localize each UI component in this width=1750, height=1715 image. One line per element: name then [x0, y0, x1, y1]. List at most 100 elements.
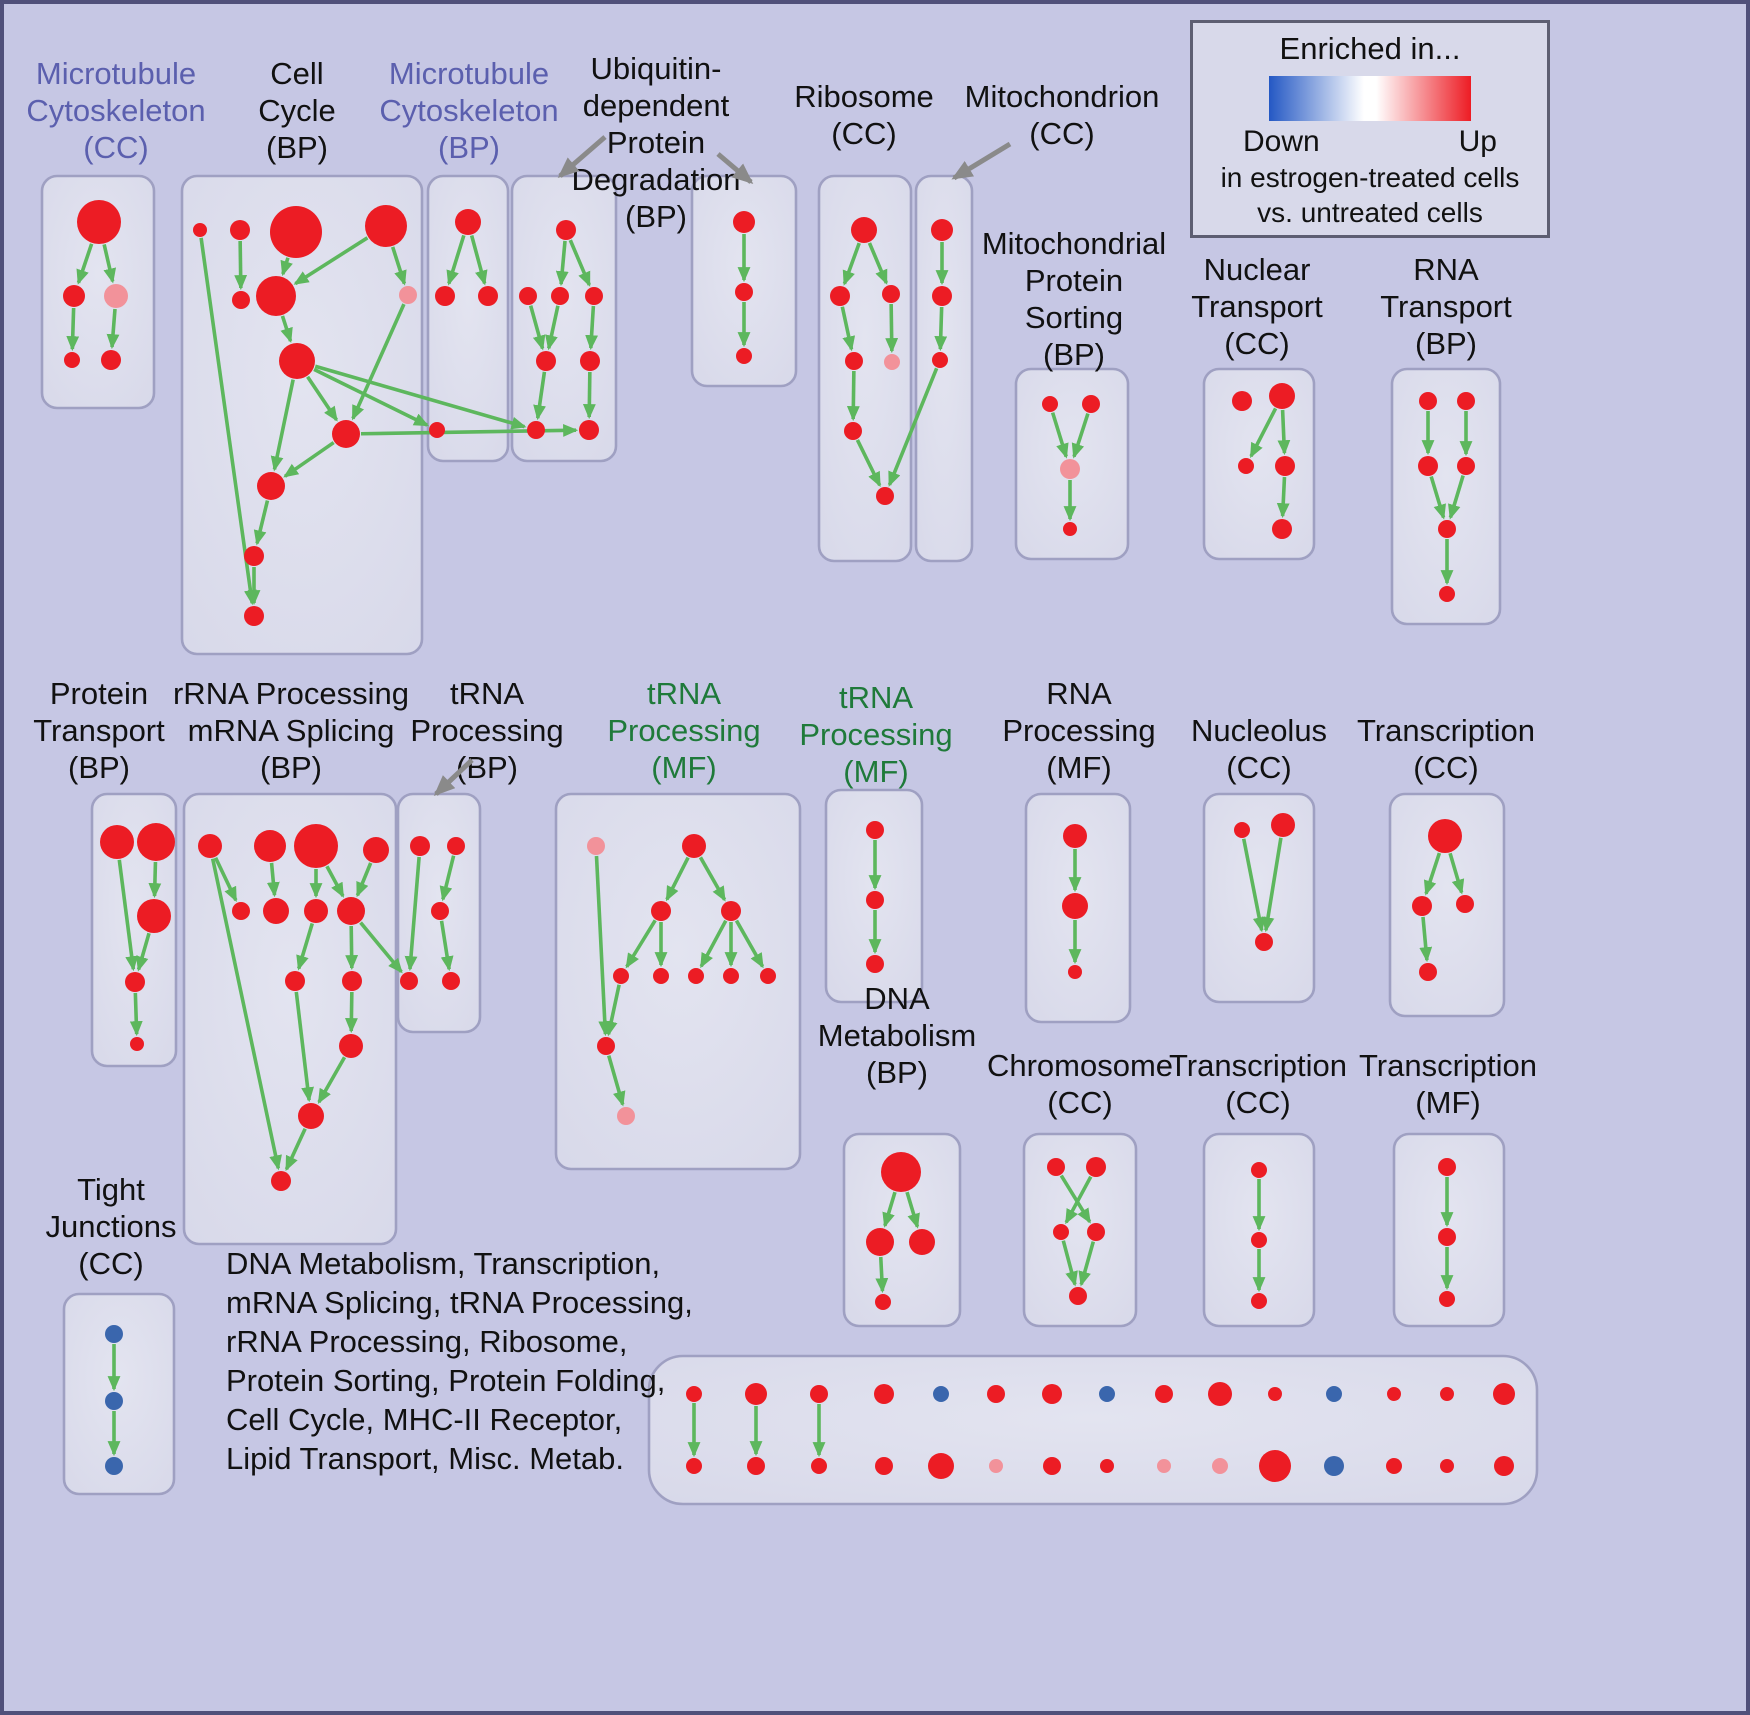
mitochondrion-cc-node-1	[932, 286, 952, 306]
rrna-processing-mrna-splicing-bp-node-9	[342, 971, 362, 991]
misc-cluster-node-24	[1212, 1458, 1228, 1474]
rrna-processing-mrna-splicing-bp-node-7	[337, 897, 365, 925]
rna-transport-bp-node-4	[1438, 520, 1456, 538]
ribosome-cc-node-5	[844, 422, 862, 440]
misc-label-line: Protein Sorting, Protein Folding,	[226, 1363, 666, 1398]
trna-processing-mf-1-node-9	[597, 1037, 615, 1055]
cell-cycle-bp-node-6	[399, 286, 417, 304]
legend-title: Enriched in...	[1279, 31, 1461, 66]
chromosome-cc-node-3	[1087, 1223, 1105, 1241]
legend: Enriched in... Down Up in estrogen-treat…	[1190, 20, 1550, 238]
nuclear-transport-cc-node-3	[1275, 456, 1295, 476]
cell-cycle-bp-node-1	[230, 220, 250, 240]
cluster-box-ribosome-cc	[817, 174, 913, 563]
trna-processing-mf-1-node-0	[587, 837, 605, 855]
ubiquitin-dependent-protein-degradation-bp-node-7	[579, 420, 599, 440]
tight-junctions-cc-node-0	[105, 1325, 123, 1343]
edge-cell-cycle-bp-4	[280, 315, 293, 344]
chromosome-cc-node-1	[1086, 1157, 1106, 1177]
misc-label-line: DNA Metabolism, Transcription,	[226, 1246, 661, 1281]
edge-rna-transport-bp-3	[1448, 475, 1465, 520]
edge-trna-processing-bp-2	[439, 920, 454, 972]
edge-dna-metabolism-bp-2	[875, 1256, 889, 1294]
edge-ribosome-cc-1	[867, 242, 888, 285]
misc-cluster-node-22	[1100, 1459, 1114, 1473]
cluster-label-transcription-cc-1: Transcription(CC)	[1357, 713, 1535, 785]
cluster-box-dna-metabolism-bp	[842, 1132, 962, 1328]
edge-protein-transport-bp-3	[129, 992, 143, 1037]
microtubule-cytoskeleton-cc-node-1	[63, 285, 85, 307]
edge-transcription-cc-1-0	[1423, 852, 1442, 896]
ribosome-cc-node-1	[830, 286, 850, 306]
legend-down-label: Down	[1243, 125, 1320, 158]
edge-rrna-processing-mrna-splicing-bp-3	[325, 865, 345, 898]
edge-rna-transport-bp-2	[1429, 476, 1446, 520]
edge-ubiquitin-dependent-protein-degradation-bp-5	[533, 371, 547, 421]
transcription-cc-1-node-0	[1428, 819, 1462, 853]
ubiquitin-dependent-protein-degradation-bp-2-node-1	[735, 283, 753, 301]
cell-cycle-bp-node-11	[244, 606, 264, 626]
edge-cell-cycle-bp-2	[293, 236, 369, 286]
misc-cluster-node-9	[1208, 1382, 1232, 1406]
trna-processing-bp-node-2	[431, 902, 449, 920]
edge-microtubule-cytoskeleton-cc-1	[102, 244, 117, 284]
rrna-processing-mrna-splicing-bp-node-8	[285, 971, 305, 991]
protein-transport-bp-node-4	[130, 1037, 144, 1051]
misc-label-line: mRNA Splicing, tRNA Processing,	[226, 1285, 693, 1320]
rna-processing-mf-node-0	[1063, 824, 1087, 848]
mitochondrion-cc-node-2	[932, 352, 948, 368]
edge-rrna-processing-mrna-splicing-bp-8	[294, 991, 314, 1103]
rrna-processing-mrna-splicing-bp-node-11	[298, 1103, 324, 1129]
cluster-box-misc-cluster	[647, 1354, 1539, 1506]
ribosome-cc-node-6	[876, 487, 894, 505]
annotation-arrow-0	[557, 135, 607, 178]
legend-scale-labels: Down Up	[1243, 125, 1497, 159]
misc-cluster-node-0	[686, 1386, 702, 1402]
ribosome-cc-node-3	[845, 352, 863, 370]
mitochondrial-protein-sorting-bp-node-3	[1063, 522, 1077, 536]
edge-chromosome-cc-2	[1061, 1240, 1078, 1287]
edge-nuclear-transport-cc-2	[1276, 476, 1290, 519]
edge-cell-cycle-bp-0	[234, 240, 248, 291]
edge-nuclear-transport-cc-1	[1277, 409, 1291, 456]
legend-subtitle-line2: vs. untreated cells	[1257, 197, 1483, 228]
cross-edge-4	[359, 921, 403, 974]
trna-processing-mf-2-node-2	[866, 955, 884, 973]
misc-cluster-node-13	[1440, 1387, 1454, 1401]
cluster-label-transcription-mf: Transcription(MF)	[1359, 1048, 1537, 1120]
nucleolus-cc-node-0	[1234, 822, 1250, 838]
edge-protein-transport-bp-2	[135, 932, 151, 972]
edge-cell-cycle-bp-5	[351, 303, 406, 421]
annotation-arrow-2	[951, 141, 1012, 181]
edge-cell-cycle-bp-8	[283, 441, 335, 478]
misc-cluster-node-23	[1157, 1459, 1171, 1473]
transcription-cc-2-node-0	[1251, 1162, 1267, 1178]
edge-rrna-processing-mrna-splicing-bp-7	[345, 991, 358, 1034]
edge-rrna-processing-mrna-splicing-bp-4	[355, 862, 373, 898]
chromosome-cc-node-0	[1047, 1158, 1065, 1176]
legend-up-label: Up	[1458, 125, 1497, 158]
rna-processing-mf-node-2	[1068, 965, 1082, 979]
rna-transport-bp-node-0	[1419, 392, 1437, 410]
edge-protein-transport-bp-1	[117, 859, 139, 972]
misc-label-line: rRNA Processing, Ribosome,	[226, 1324, 628, 1359]
mitochondrial-protein-sorting-bp-node-2	[1060, 459, 1080, 479]
edge-mitochondrion-cc-1	[934, 306, 948, 352]
edge-nucleolus-cc-0	[1241, 838, 1266, 933]
ribosome-cc-node-0	[851, 217, 877, 243]
misc-cluster-node-11	[1326, 1386, 1342, 1402]
misc-cluster-node-26	[1324, 1456, 1344, 1476]
edge-microtubule-cytoskeleton-bp-0	[446, 234, 466, 286]
rrna-processing-mrna-splicing-bp-node-5	[263, 898, 289, 924]
rrna-processing-mrna-splicing-bp-node-3	[363, 837, 389, 863]
ubiquitin-dependent-protein-degradation-bp-2-node-2	[736, 348, 752, 364]
ubiquitin-dependent-protein-degradation-bp-node-4	[536, 351, 556, 371]
microtubule-cytoskeleton-cc-node-2	[104, 284, 128, 308]
